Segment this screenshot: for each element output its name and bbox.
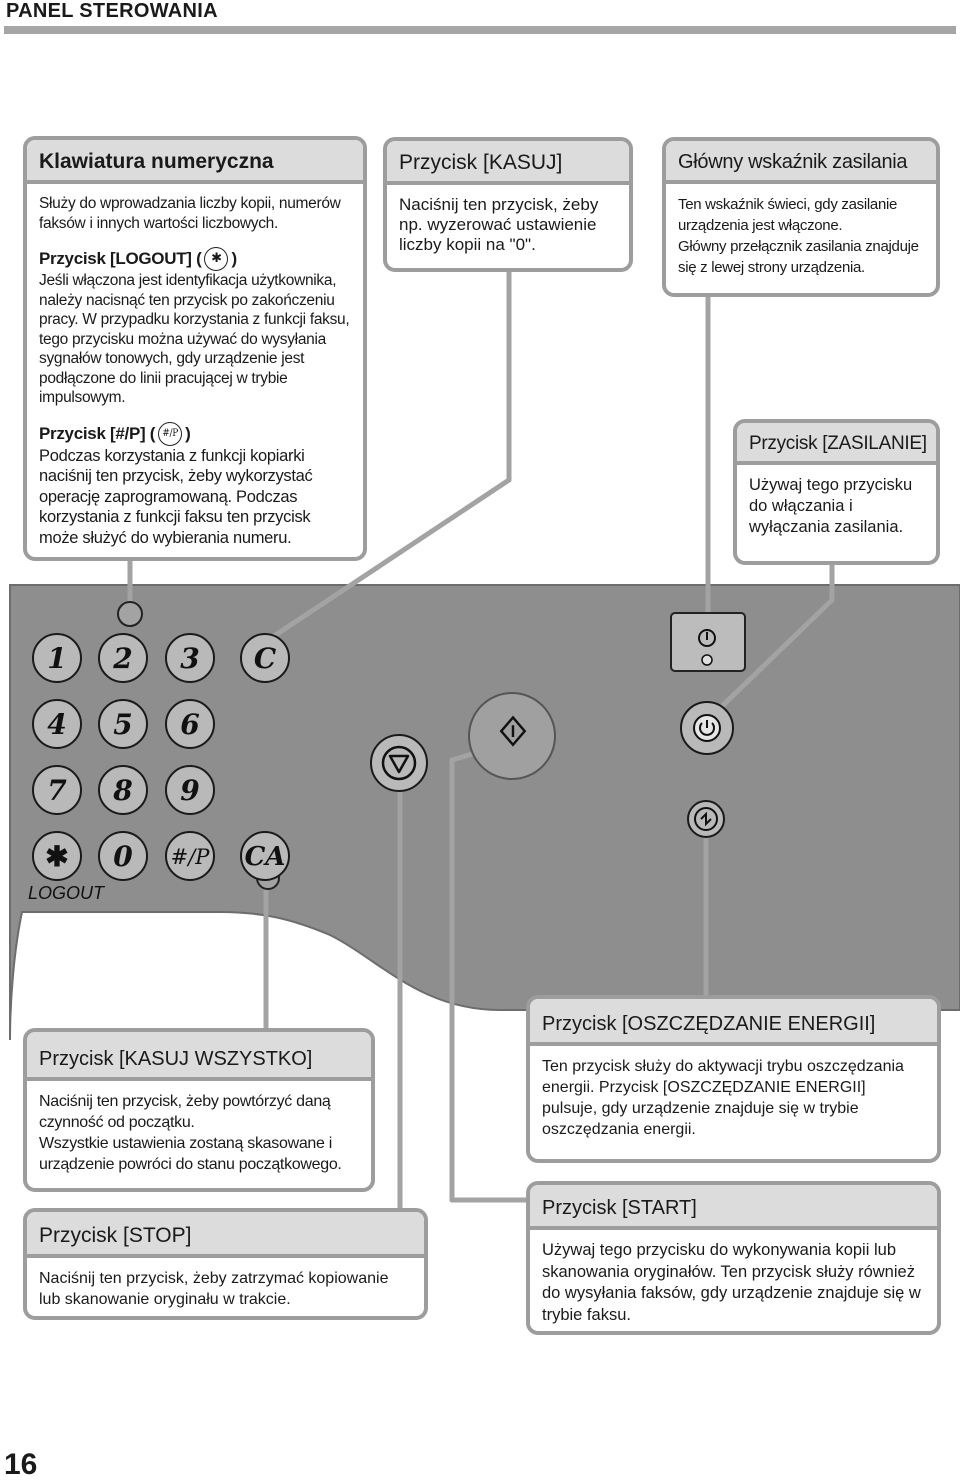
indicator-description-2: Główny przełącznik zasilania znajduje si…	[678, 238, 919, 276]
energy-save-button[interactable]	[687, 800, 725, 838]
callout-title: Przycisk [START]	[530, 1185, 937, 1230]
callout-numeric-keypad: Klawiatura numeryczna Służy do wprowadza…	[23, 136, 367, 561]
start-button[interactable]	[468, 692, 556, 780]
logout-description: Jeśli włączona jest identyfikacja użytko…	[39, 272, 350, 406]
power-icon	[693, 714, 721, 742]
callout-stop: Przycisk [STOP] Naciśnij ten przycisk, ż…	[23, 1208, 428, 1320]
page-number: 16	[4, 1448, 38, 1481]
stop-icon	[381, 745, 417, 781]
hash-subtitle-post: )	[185, 423, 191, 443]
power-button[interactable]	[680, 701, 734, 755]
callout-start: Przycisk [START] Używaj tego przycisku d…	[526, 1181, 941, 1335]
callout-clear: Przycisk [KASUJ] Naciśnij ten przycisk, …	[383, 137, 633, 272]
key-9[interactable]: 9	[165, 765, 215, 815]
clear-all-description-2: Wszystkie ustawienia zostaną skasowane i…	[39, 1135, 342, 1173]
logout-key[interactable]: ✱	[32, 831, 82, 881]
key-6[interactable]: 6	[165, 699, 215, 749]
logout-subtitle-pre: Przycisk [LOGOUT] (	[39, 249, 202, 269]
header-rule	[4, 26, 956, 34]
callout-title: Przycisk [ZASILANIE]	[737, 423, 936, 465]
callout-title: Przycisk [STOP]	[27, 1212, 424, 1258]
main-power-indicator-icon	[698, 629, 716, 666]
page-header-title: PANEL STEROWANIA	[6, 0, 218, 22]
stop-button[interactable]	[370, 734, 428, 792]
key-5[interactable]: 5	[98, 699, 148, 749]
energy-save-description: Ten przycisk służy do aktywacji trybu os…	[542, 1058, 904, 1138]
hash-subtitle-pre: Przycisk [#/P] (	[39, 423, 156, 443]
key-3[interactable]: 3	[165, 633, 215, 683]
key-4[interactable]: 4	[32, 699, 82, 749]
callout-title: Przycisk [KASUJ]	[387, 141, 629, 185]
hash-description: Podczas korzystania z funkcji kopiarki n…	[39, 446, 313, 547]
logout-subtitle-post: )	[231, 249, 237, 269]
power-description: Używaj tego przycisku do włączania i wył…	[749, 476, 913, 536]
hash-p-key[interactable]: #/P	[165, 831, 215, 881]
key-2[interactable]: 2	[98, 633, 148, 683]
callout-clear-all: Przycisk [KASUJ WSZYSTKO] Naciśnij ten p…	[23, 1028, 375, 1192]
logout-label: LOGOUT	[28, 883, 105, 903]
callout-title: Główny wskaźnik zasilania	[666, 141, 936, 184]
control-panel-body	[9, 584, 960, 1041]
callout-title: Klawiatura numeryczna	[27, 140, 363, 184]
leader-power-2	[713, 597, 835, 715]
callout-power: Przycisk [ZASILANIE] Używaj tego przycis…	[733, 419, 940, 565]
callout-main-power-indicator: Główny wskaźnik zasilania Ten wskaźnik ś…	[662, 137, 940, 297]
key-1[interactable]: 1	[32, 633, 82, 683]
start-icon	[499, 715, 527, 747]
clear-key[interactable]: C	[240, 633, 290, 683]
pin-numeric	[117, 601, 143, 627]
energy-save-icon	[694, 807, 718, 831]
main-power-indicator-window	[670, 612, 746, 672]
leader-clear-2	[265, 477, 512, 643]
callout-title: Przycisk [KASUJ WSZYSTKO]	[27, 1032, 371, 1081]
key-7[interactable]: 7	[32, 765, 82, 815]
logout-icon: ✱	[204, 247, 229, 271]
hash-p-icon: #/P	[158, 421, 183, 446]
clear-description: Naciśnij ten przycisk, żeby np. wyzerowa…	[399, 195, 599, 254]
key-8[interactable]: 8	[98, 765, 148, 815]
keypad-description: Służy do wprowadzania liczby kopii, nume…	[39, 195, 341, 232]
clear-all-description-1: Naciśnij ten przycisk, żeby powtórzyć da…	[39, 1093, 331, 1131]
stop-description: Naciśnij ten przycisk, żeby zatrzymać ko…	[39, 1270, 389, 1308]
callout-title: Przycisk [OSZCZĘDZANIE ENERGII]	[530, 999, 937, 1046]
clear-all-key[interactable]: CA	[240, 831, 290, 881]
callout-energy-save: Przycisk [OSZCZĘDZANIE ENERGII] Ten przy…	[526, 995, 941, 1163]
start-description: Używaj tego przycisku do wykonywania kop…	[542, 1241, 921, 1324]
key-0[interactable]: 0	[98, 831, 148, 881]
indicator-description-1: Ten wskaźnik świeci, gdy zasilanie urząd…	[678, 196, 898, 234]
